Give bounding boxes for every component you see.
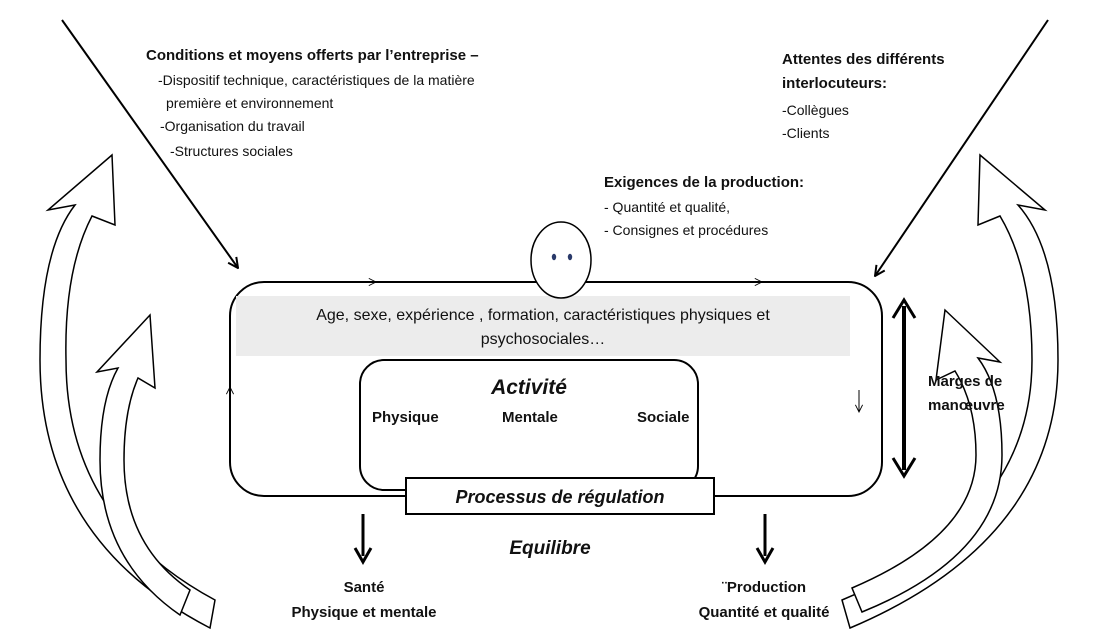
exigences-item: - Consignes et procédures [604,222,769,238]
production-line2: Quantité et qualité [698,604,830,621]
feedback-arrow-right-inner [851,308,1003,613]
characteristics-band [236,296,850,356]
feedback-arrow-left-outer [39,153,216,630]
attentes-title-line2: interlocuteurs: [782,75,888,92]
equilibre-label: Equilibre [509,538,591,559]
activite-dimension-sociale: Sociale [637,409,690,426]
exigences-item: - Quantité et qualité, [604,199,731,215]
regulation-box [405,477,715,515]
margins-arrow-head-top [891,297,917,319]
regulation-label: Processus de régulation [455,487,665,507]
characteristics-line1: Age, sexe, expérience , formation, carac… [316,307,770,324]
person-eye-right [567,253,573,261]
conditions-title: Conditions et moyens offerts par l’entre… [146,47,479,64]
exigences-title: Exigences de la production: [604,174,805,191]
attentes-item: -Collègues [782,102,849,118]
input-arrow-right [875,19,1049,276]
characteristics-line2: psychosociales… [480,331,606,348]
conditions-item: -Structures sociales [170,143,293,159]
activite-dimension-physique: Physique [372,409,439,426]
conditions-item: première et environnement [166,95,334,111]
production-line1: ¨Production [721,579,807,596]
margins-arrow-head-bottom [891,457,917,479]
output-arrow-sante-head [353,547,373,566]
sante-line1: Santé [343,579,385,596]
marges-line1: Marges de [928,373,1003,390]
attentes-title-line1: Attentes des différents [782,51,945,68]
marges-line2: manœuvre [928,397,1005,414]
conditions-item: -Dispositif technique, caractéristiques … [158,72,475,88]
activite-title: Activité [491,376,567,399]
activite-dimension-mentale: Mentale [502,409,558,426]
attentes-item: -Clients [782,125,830,141]
feedback-arrow-left-inner [94,313,191,617]
conditions-item: -Organisation du travail [160,118,305,134]
person-head [530,221,592,299]
input-arrow-left [61,19,238,268]
sante-line2: Physique et mentale [291,604,437,621]
output-arrow-production-head [755,547,775,566]
person-eye-left [551,253,557,261]
